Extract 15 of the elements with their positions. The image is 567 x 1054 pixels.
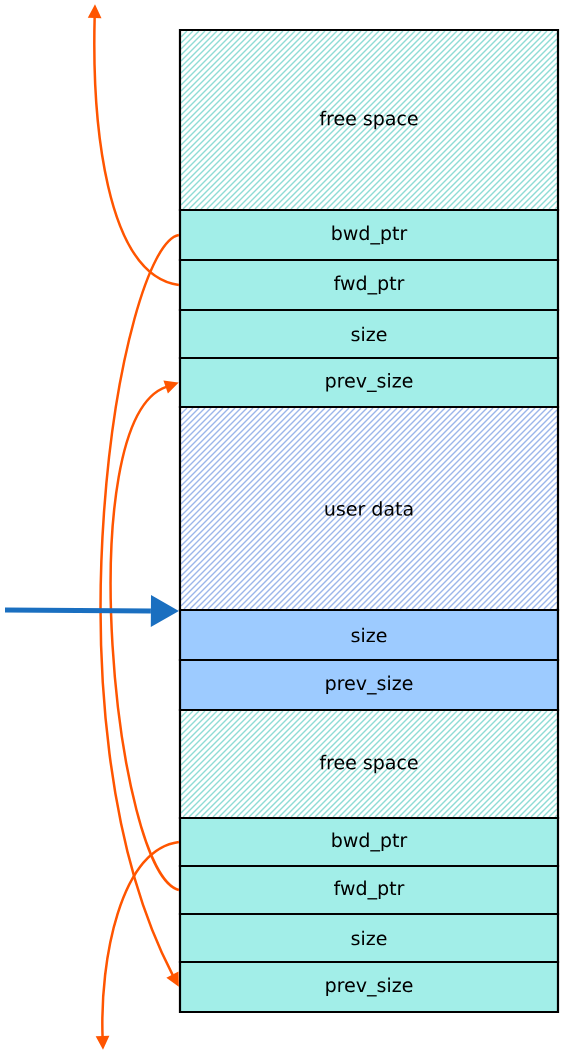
pointer-arrow: [109, 380, 180, 891]
memory-block: prev_size: [178, 658, 560, 712]
memory-block: fwd_ptr: [178, 258, 560, 312]
memory-block: free space: [178, 28, 560, 212]
memory-block: user data: [178, 405, 560, 612]
memory-block: fwd_ptr: [178, 864, 560, 916]
memory-block: free space: [178, 708, 560, 820]
memory-block: prev_size: [178, 356, 560, 409]
pointer-arrow: [5, 594, 179, 627]
memory-block: size: [178, 308, 560, 360]
memory-block: size: [178, 608, 560, 662]
memory-block: bwd_ptr: [178, 816, 560, 868]
memory-block: size: [178, 912, 560, 964]
memory-block: bwd_ptr: [178, 208, 560, 262]
memory-block: prev_size: [178, 960, 560, 1014]
